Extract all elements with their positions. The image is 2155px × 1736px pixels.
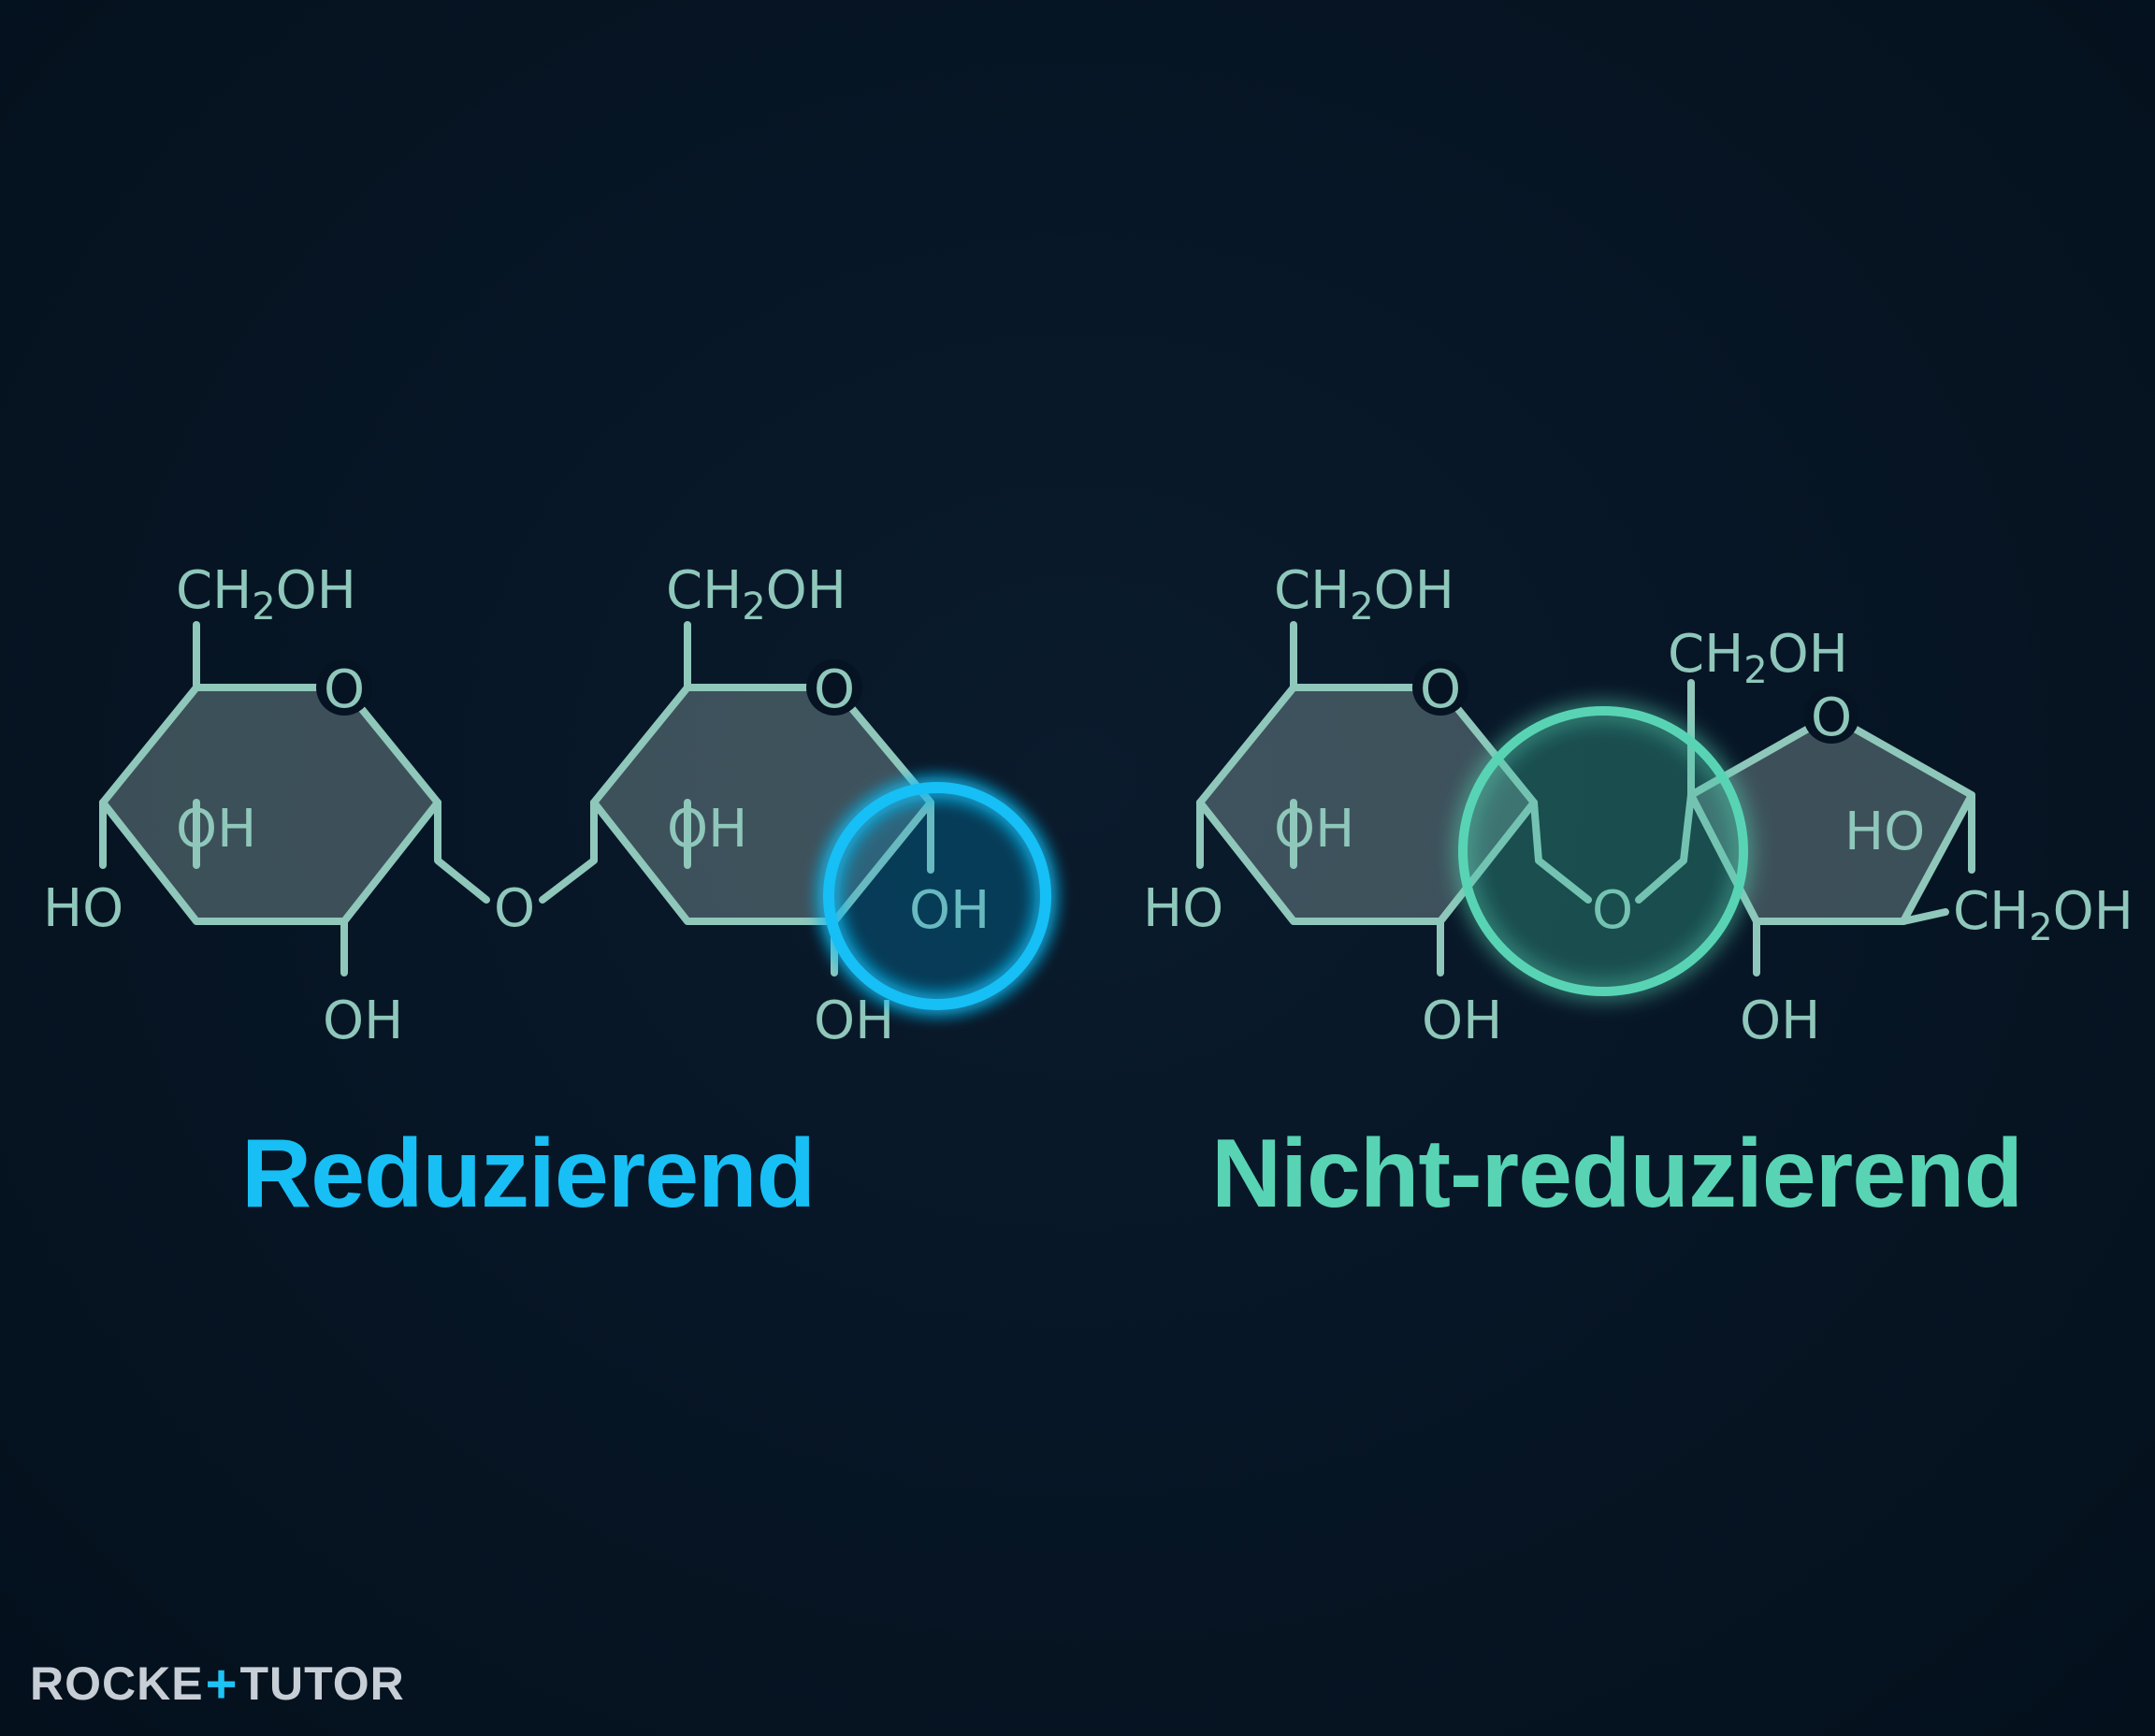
hydroxyl-label: OH [323,991,403,1051]
ring-oxygen-bg [806,659,862,716]
hydroxyl-label: HO [43,878,123,939]
ring-oxygen-bg [1803,687,1859,744]
hydroxyl-label: OH [667,799,747,860]
logo-text-2: TUTOR [239,1657,405,1710]
logo-text-1: ROCKE [30,1657,204,1710]
bridge-oxygen: O [494,878,535,939]
reducing-disaccharide: CH2OH O OH HO OH O CH2OH O [43,560,1051,1051]
glucose-ring-1: CH2OH O OH HO OH [43,560,490,1051]
ch2oh-label: CH2OH [176,560,356,629]
glucose-ring-2: CH2OH O OH OH OH [590,560,990,1051]
ch2oh-label: CH2OH [1668,624,1848,692]
non-reducing-label: Nicht-reduzierend [1211,1120,2023,1228]
ring-oxygen-bg [1412,659,1468,716]
anomeric-oh-highlight [823,782,1051,1010]
ring-oxygen: O [814,659,855,720]
hydroxyl-label: HO [1844,802,1925,862]
ch2oh-label: CH2OH [666,560,846,629]
glucose-ring-3: CH2OH O OH HO OH [1143,560,1592,1051]
ch2oh-label: CH2OH [1953,881,2133,949]
hydroxyl-label: OH [1422,991,1502,1051]
ring-oxygen: O [324,659,365,720]
brand-logo: ROCKE+TUTOR [30,1653,405,1714]
ring-oxygen: O [1811,687,1852,748]
non-reducing-disaccharide: CH2OH O OH HO OH O CH2OH O [1143,560,2133,1051]
reducing-label: Reduzierend [241,1120,816,1228]
glycosidic-linkage-highlight [1458,706,1748,996]
logo-plus-icon: + [205,1653,239,1714]
hydroxyl-label: OH [814,991,894,1051]
fructose-ring: CH2OH O HO CH2OH OH [1668,624,2133,1051]
glycosidic-bond: O [494,799,598,939]
ring-oxygen: O [1420,659,1461,720]
hydroxyl-label: OH [176,799,256,860]
ring-oxygen-bg [316,659,372,716]
hydroxyl-label: OH [1274,799,1354,860]
hydroxyl-label: OH [1740,991,1820,1051]
ch2oh-label: CH2OH [1274,560,1454,629]
hydroxyl-label: HO [1143,878,1223,939]
ring-1-body [99,684,441,925]
